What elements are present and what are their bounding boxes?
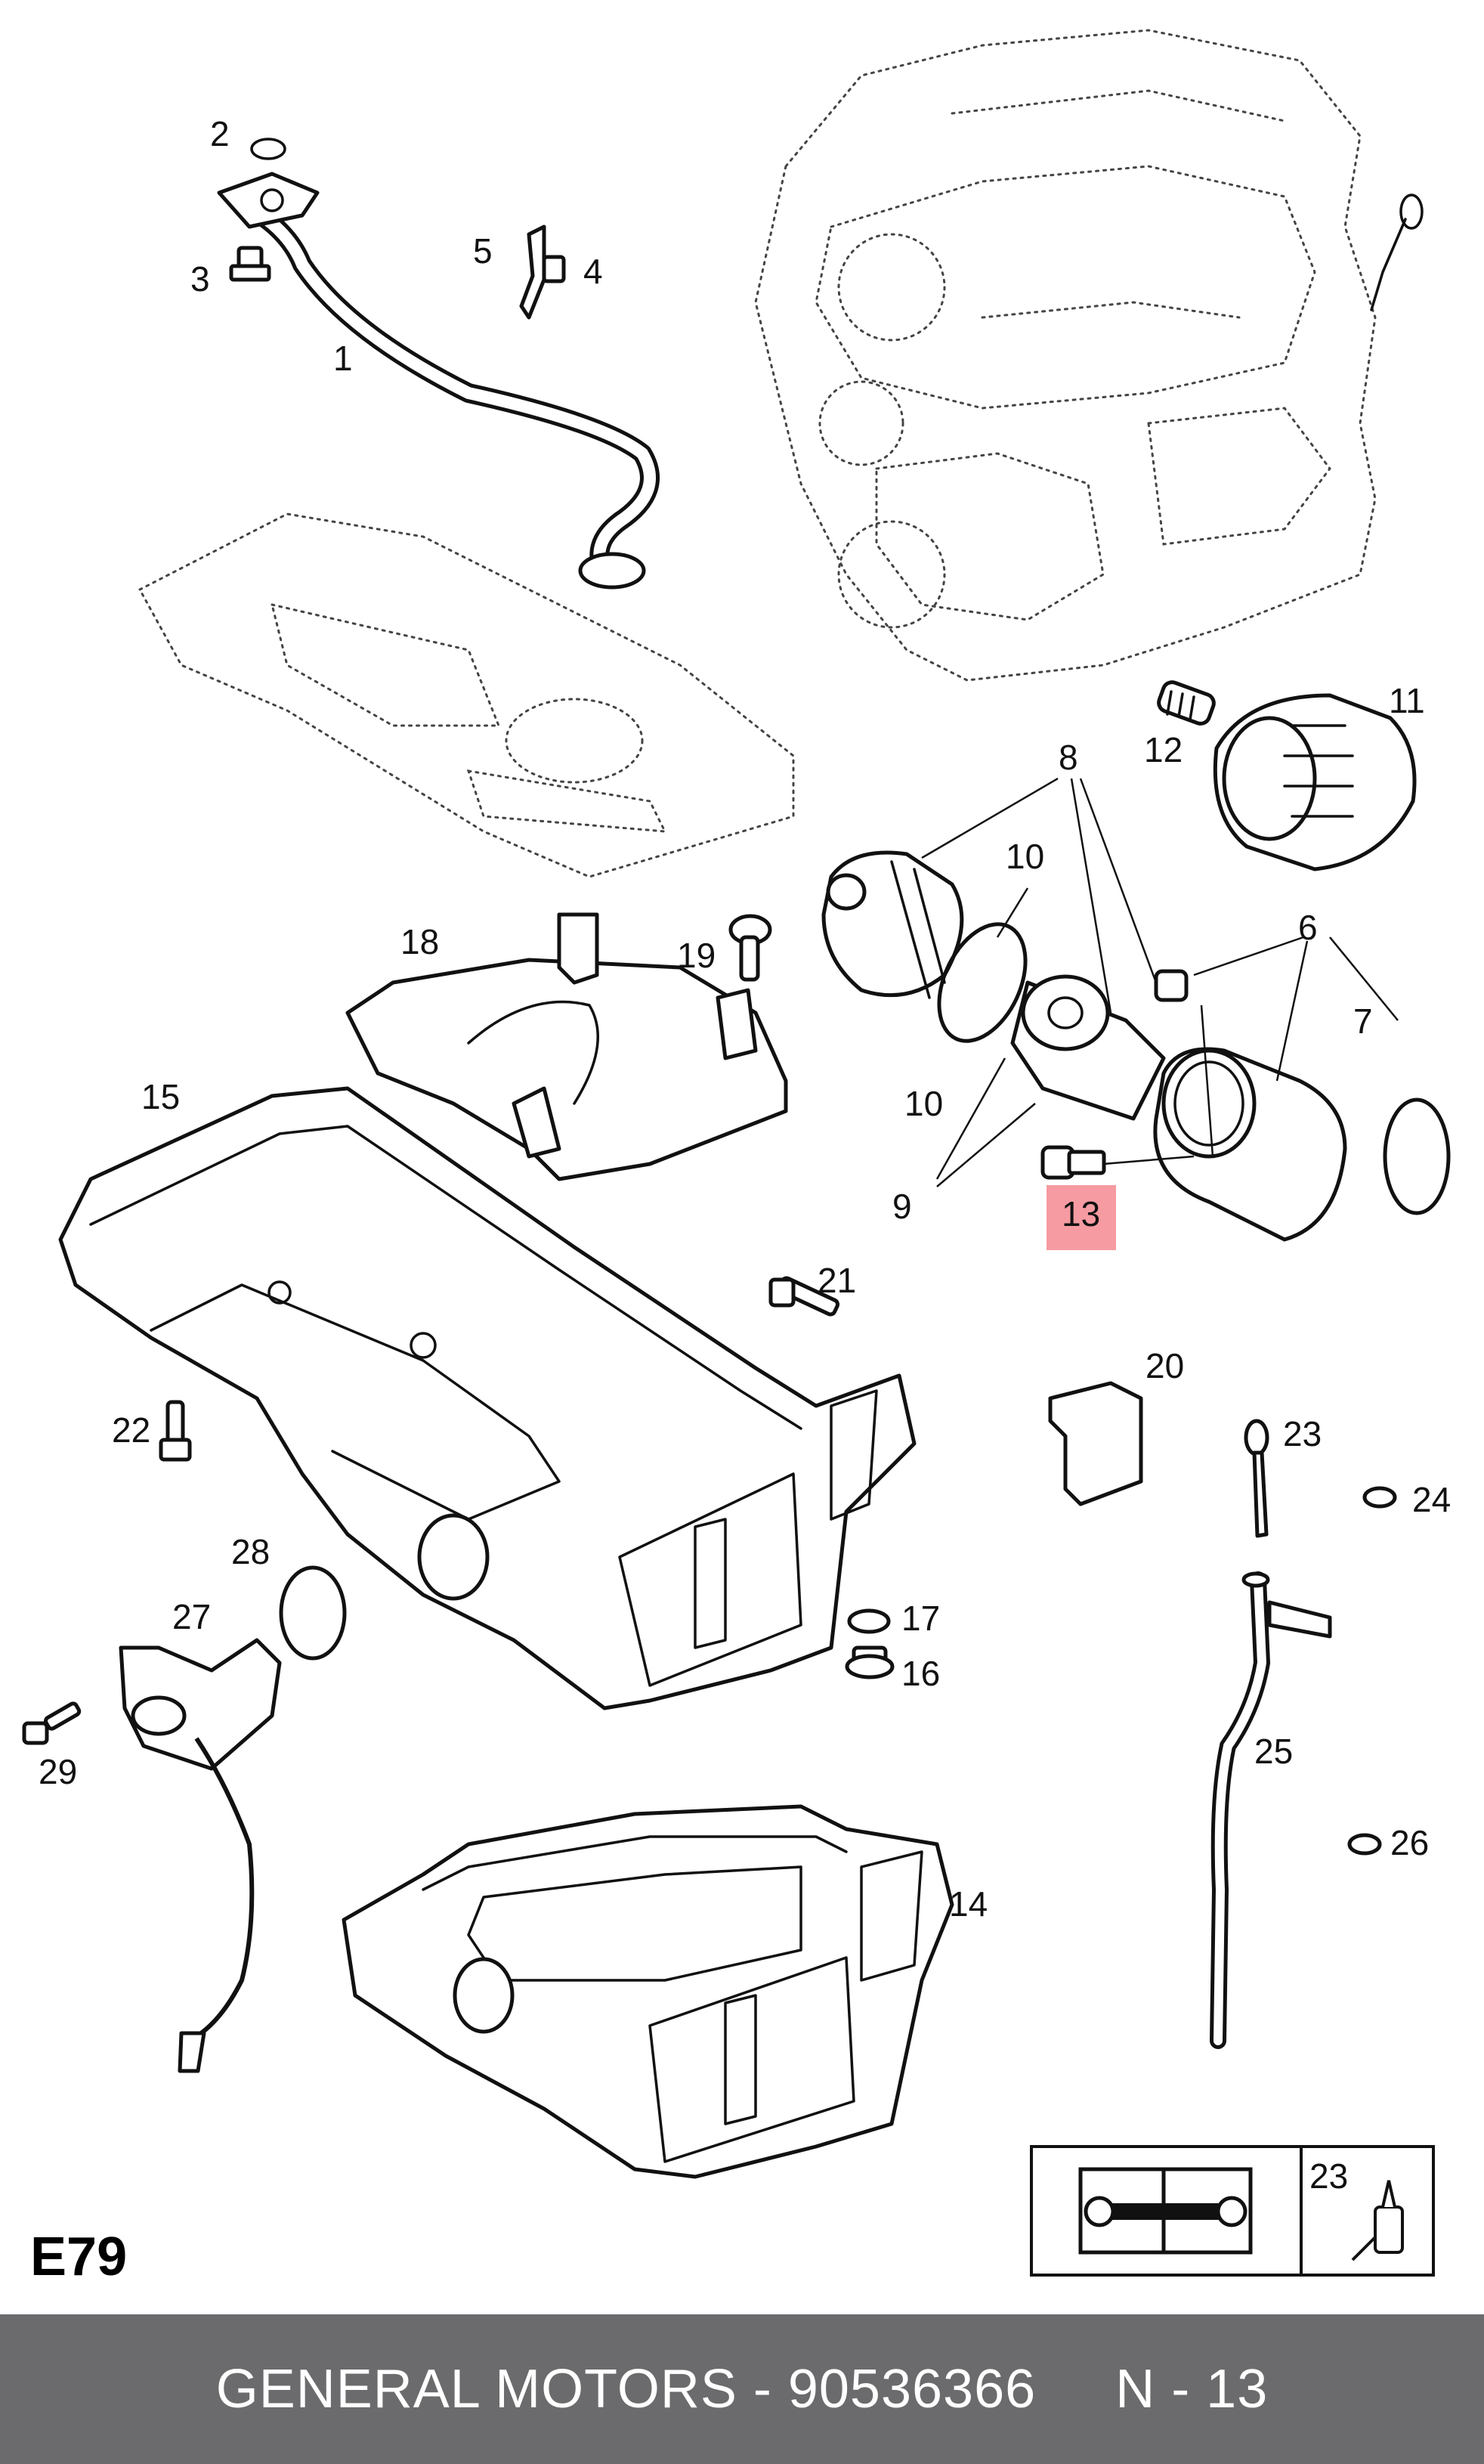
engine-dipstick	[1370, 193, 1424, 311]
callout-7: 7	[1353, 1001, 1373, 1041]
part-13-drain-plug	[1040, 1145, 1106, 1180]
callout-10-lower: 10	[904, 1084, 943, 1123]
callout-9: 9	[892, 1187, 912, 1226]
part-21-bolt	[768, 1276, 840, 1317]
callout-18: 18	[400, 922, 439, 961]
part-7-o-ring	[1383, 1097, 1451, 1215]
callout-30: 29	[39, 1752, 77, 1791]
callout-14: 14	[949, 1884, 988, 1924]
part-25-washer	[1362, 1486, 1397, 1509]
part-19-screw	[728, 914, 772, 982]
part-18-baffle-plate	[345, 912, 788, 1181]
part-12-nipple	[1157, 680, 1216, 726]
part-16-plug	[845, 1645, 895, 1679]
part-27-washer	[1347, 1833, 1382, 1856]
part-15-oil-pan-upper	[58, 1086, 917, 1710]
part-8-filter-cap	[821, 850, 964, 999]
callout-10-upper: 10	[1006, 837, 1044, 876]
callout-1: 1	[333, 339, 353, 378]
engine-block-outline	[754, 29, 1377, 682]
part-1-oil-pickup-tube	[217, 172, 660, 590]
part-9-filter-element	[1010, 974, 1166, 1121]
callout-26: 25	[1254, 1732, 1293, 1771]
part-29-gasket	[279, 1565, 347, 1661]
callout-23: 23	[1309, 2156, 1348, 2196]
legend-box	[1030, 2145, 1435, 2277]
callout-13: 13	[1062, 1194, 1100, 1234]
part-26-dipstick-tube	[1210, 1571, 1332, 2049]
callout-29: 28	[231, 1532, 270, 1571]
parts-diagram: 1 2 3 4 5 6 7 8 9 10 10 11 12 13 14 15 1…	[22, 29, 1451, 2277]
callout-5: 5	[473, 231, 493, 271]
part-14-oil-pan-lower	[342, 1804, 954, 2179]
callout-2: 2	[210, 114, 230, 153]
callout-28: 27	[172, 1597, 211, 1636]
part-22-bolt	[159, 1400, 192, 1462]
callout-27: 26	[1390, 1823, 1429, 1862]
callout-21: 21	[818, 1261, 856, 1300]
callout-22: 22	[112, 1410, 150, 1450]
part-17-washer	[847, 1608, 891, 1634]
callout-6: 6	[1298, 908, 1318, 947]
part-24-dipstick	[1244, 1419, 1269, 1538]
callout-12: 12	[1144, 730, 1183, 769]
footer-text: GENERAL MOTORS - 90536366 N - 13	[215, 2359, 1269, 2419]
callout-labels: 1 2 3 4 5 6 7 8 9 10 10 11 12 13 14 15 1…	[39, 114, 1451, 2196]
part-3-bolt	[229, 246, 271, 282]
callout-17: 17	[901, 1599, 940, 1638]
footer-bar: GENERAL MOTORS - 90536366 N - 13	[0, 2314, 1484, 2464]
part-5-bracket	[519, 224, 566, 320]
callout-leaders	[921, 777, 1399, 1187]
part-10-seal-upper	[937, 922, 1028, 1043]
part-28-sensor-housing	[119, 1638, 282, 2073]
part-2-o-ring	[250, 138, 286, 160]
part-6-plug	[1154, 969, 1189, 1002]
callout-3: 3	[190, 259, 210, 299]
diagram-code: E79	[30, 2227, 128, 2287]
highlight-box-13	[1047, 1185, 1116, 1250]
service-manual-wrench-icon	[1078, 2167, 1253, 2255]
callout-16: 16	[901, 1654, 940, 1693]
callout-15: 15	[141, 1077, 180, 1116]
part-30-bolt	[22, 1701, 82, 1745]
callout-11: 11	[1389, 681, 1425, 720]
part-20-clip	[1048, 1381, 1143, 1506]
oil-pan-gasket-outline	[138, 512, 795, 878]
callout-20: 20	[1145, 1346, 1184, 1385]
part-11-oil-filter	[1213, 693, 1417, 871]
sealant-tube-icon	[1351, 2180, 1404, 2261]
callout-24: 23	[1283, 1414, 1322, 1453]
callout-8: 8	[1059, 738, 1078, 777]
callout-4: 4	[583, 252, 603, 291]
callout-25: 24	[1412, 1480, 1451, 1519]
part-6-filter-housing	[1153, 1047, 1347, 1242]
callout-19: 19	[677, 936, 716, 975]
